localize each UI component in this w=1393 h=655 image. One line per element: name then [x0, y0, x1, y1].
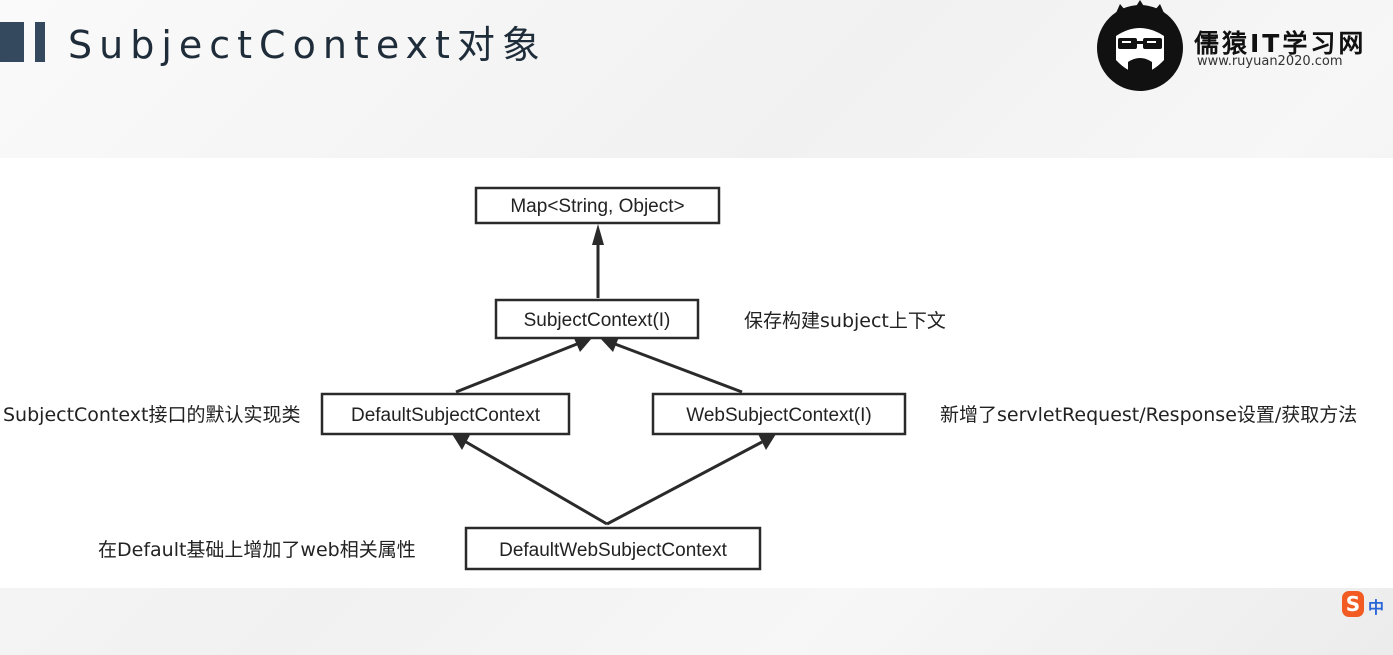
- class-hierarchy-diagram: Map<String, Object> SubjectContext(I) De…: [3, 186, 1357, 571]
- ime-mode-label: 中: [1368, 598, 1385, 617]
- node-subjectcontext: SubjectContext(I): [494, 298, 700, 340]
- edge-defaultwebsubjectcontext-to-defaultsubjectcontext: [452, 434, 608, 526]
- edge-defaultwebsubjectcontext-to-websubjectcontext: [606, 434, 776, 526]
- node-defaultwebsubjectcontext: DefaultWebSubjectContext: [464, 526, 762, 571]
- node-defaultsubjectcontext: DefaultSubjectContext: [320, 392, 571, 436]
- node-map: Map<String, Object>: [474, 186, 721, 225]
- annotation-defaultsubjectcontext: SubjectContext接口的默认实现类: [3, 404, 300, 426]
- edge-defaultsubjectcontext-to-subjectcontext: [455, 336, 592, 394]
- annotation-websubjectcontext: 新增了servletRequest/Response设置/获取方法: [940, 404, 1357, 426]
- logo: 儒猿IT学习网 www.ruyuan2020.com: [1094, 0, 1393, 92]
- page-title: SubjectContext对象: [68, 23, 547, 67]
- node-defaultwebsubjectcontext-label: DefaultWebSubjectContext: [499, 540, 727, 561]
- edge-websubjectcontext-to-subjectcontext: [600, 337, 743, 394]
- header-accent-bar: [35, 22, 45, 62]
- edge-subjectcontext-to-map: [592, 224, 604, 298]
- node-defaultsubjectcontext-label: DefaultSubjectContext: [351, 405, 541, 426]
- node-map-label: Map<String, Object>: [510, 196, 684, 217]
- node-subjectcontext-label: SubjectContext(I): [524, 310, 671, 331]
- logo-brand-name: 儒猿IT学习网: [1194, 29, 1367, 58]
- node-websubjectcontext: WebSubjectContext(I): [651, 392, 907, 436]
- header-accent-block: [0, 22, 24, 62]
- annotation-subjectcontext: 保存构建subject上下文: [744, 310, 946, 332]
- ime-logo: S: [1342, 591, 1364, 617]
- annotation-defaultwebsubjectcontext: 在Default基础上增加了web相关属性: [98, 539, 416, 561]
- monkey-mascot-icon: [1097, 0, 1183, 91]
- logo-url: www.ruyuan2020.com: [1197, 54, 1343, 69]
- diagram-panel: Map<String, Object> SubjectContext(I) De…: [0, 158, 1393, 588]
- node-websubjectcontext-label: WebSubjectContext(I): [686, 405, 872, 426]
- sogou-ime-icon[interactable]: S 中: [1338, 590, 1393, 620]
